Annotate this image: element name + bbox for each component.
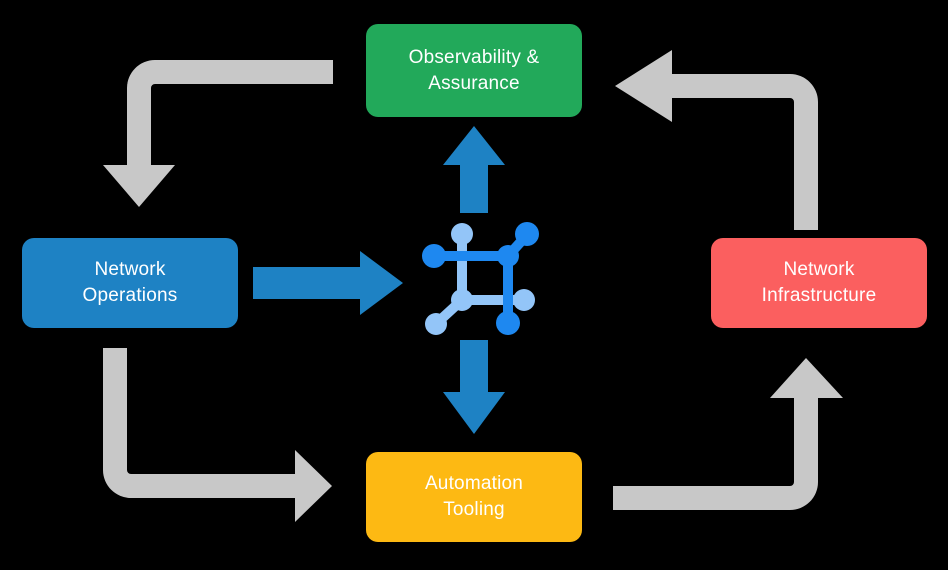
topology-nodes-dark [422, 222, 539, 335]
connector-operations-to-automation [103, 348, 332, 522]
node-observability-and-assurance[interactable]: Observability & Assurance [366, 24, 582, 117]
connector-observability-to-operations [103, 60, 333, 207]
connector-center-to-automation [443, 340, 505, 434]
connector-automation-to-infrastructure [613, 358, 843, 510]
node-network-infrastructure[interactable]: Network Infrastructure [711, 238, 927, 328]
connector-center-to-observability [443, 126, 505, 213]
node-automation-tooling[interactable]: Automation Tooling [366, 452, 582, 542]
topology-nodes-light [425, 223, 535, 335]
connector-operations-to-center [253, 251, 403, 315]
network-topology-icon [422, 222, 539, 335]
connector-infrastructure-to-observability [615, 50, 818, 230]
node-network-operations[interactable]: Network Operations [22, 238, 238, 328]
